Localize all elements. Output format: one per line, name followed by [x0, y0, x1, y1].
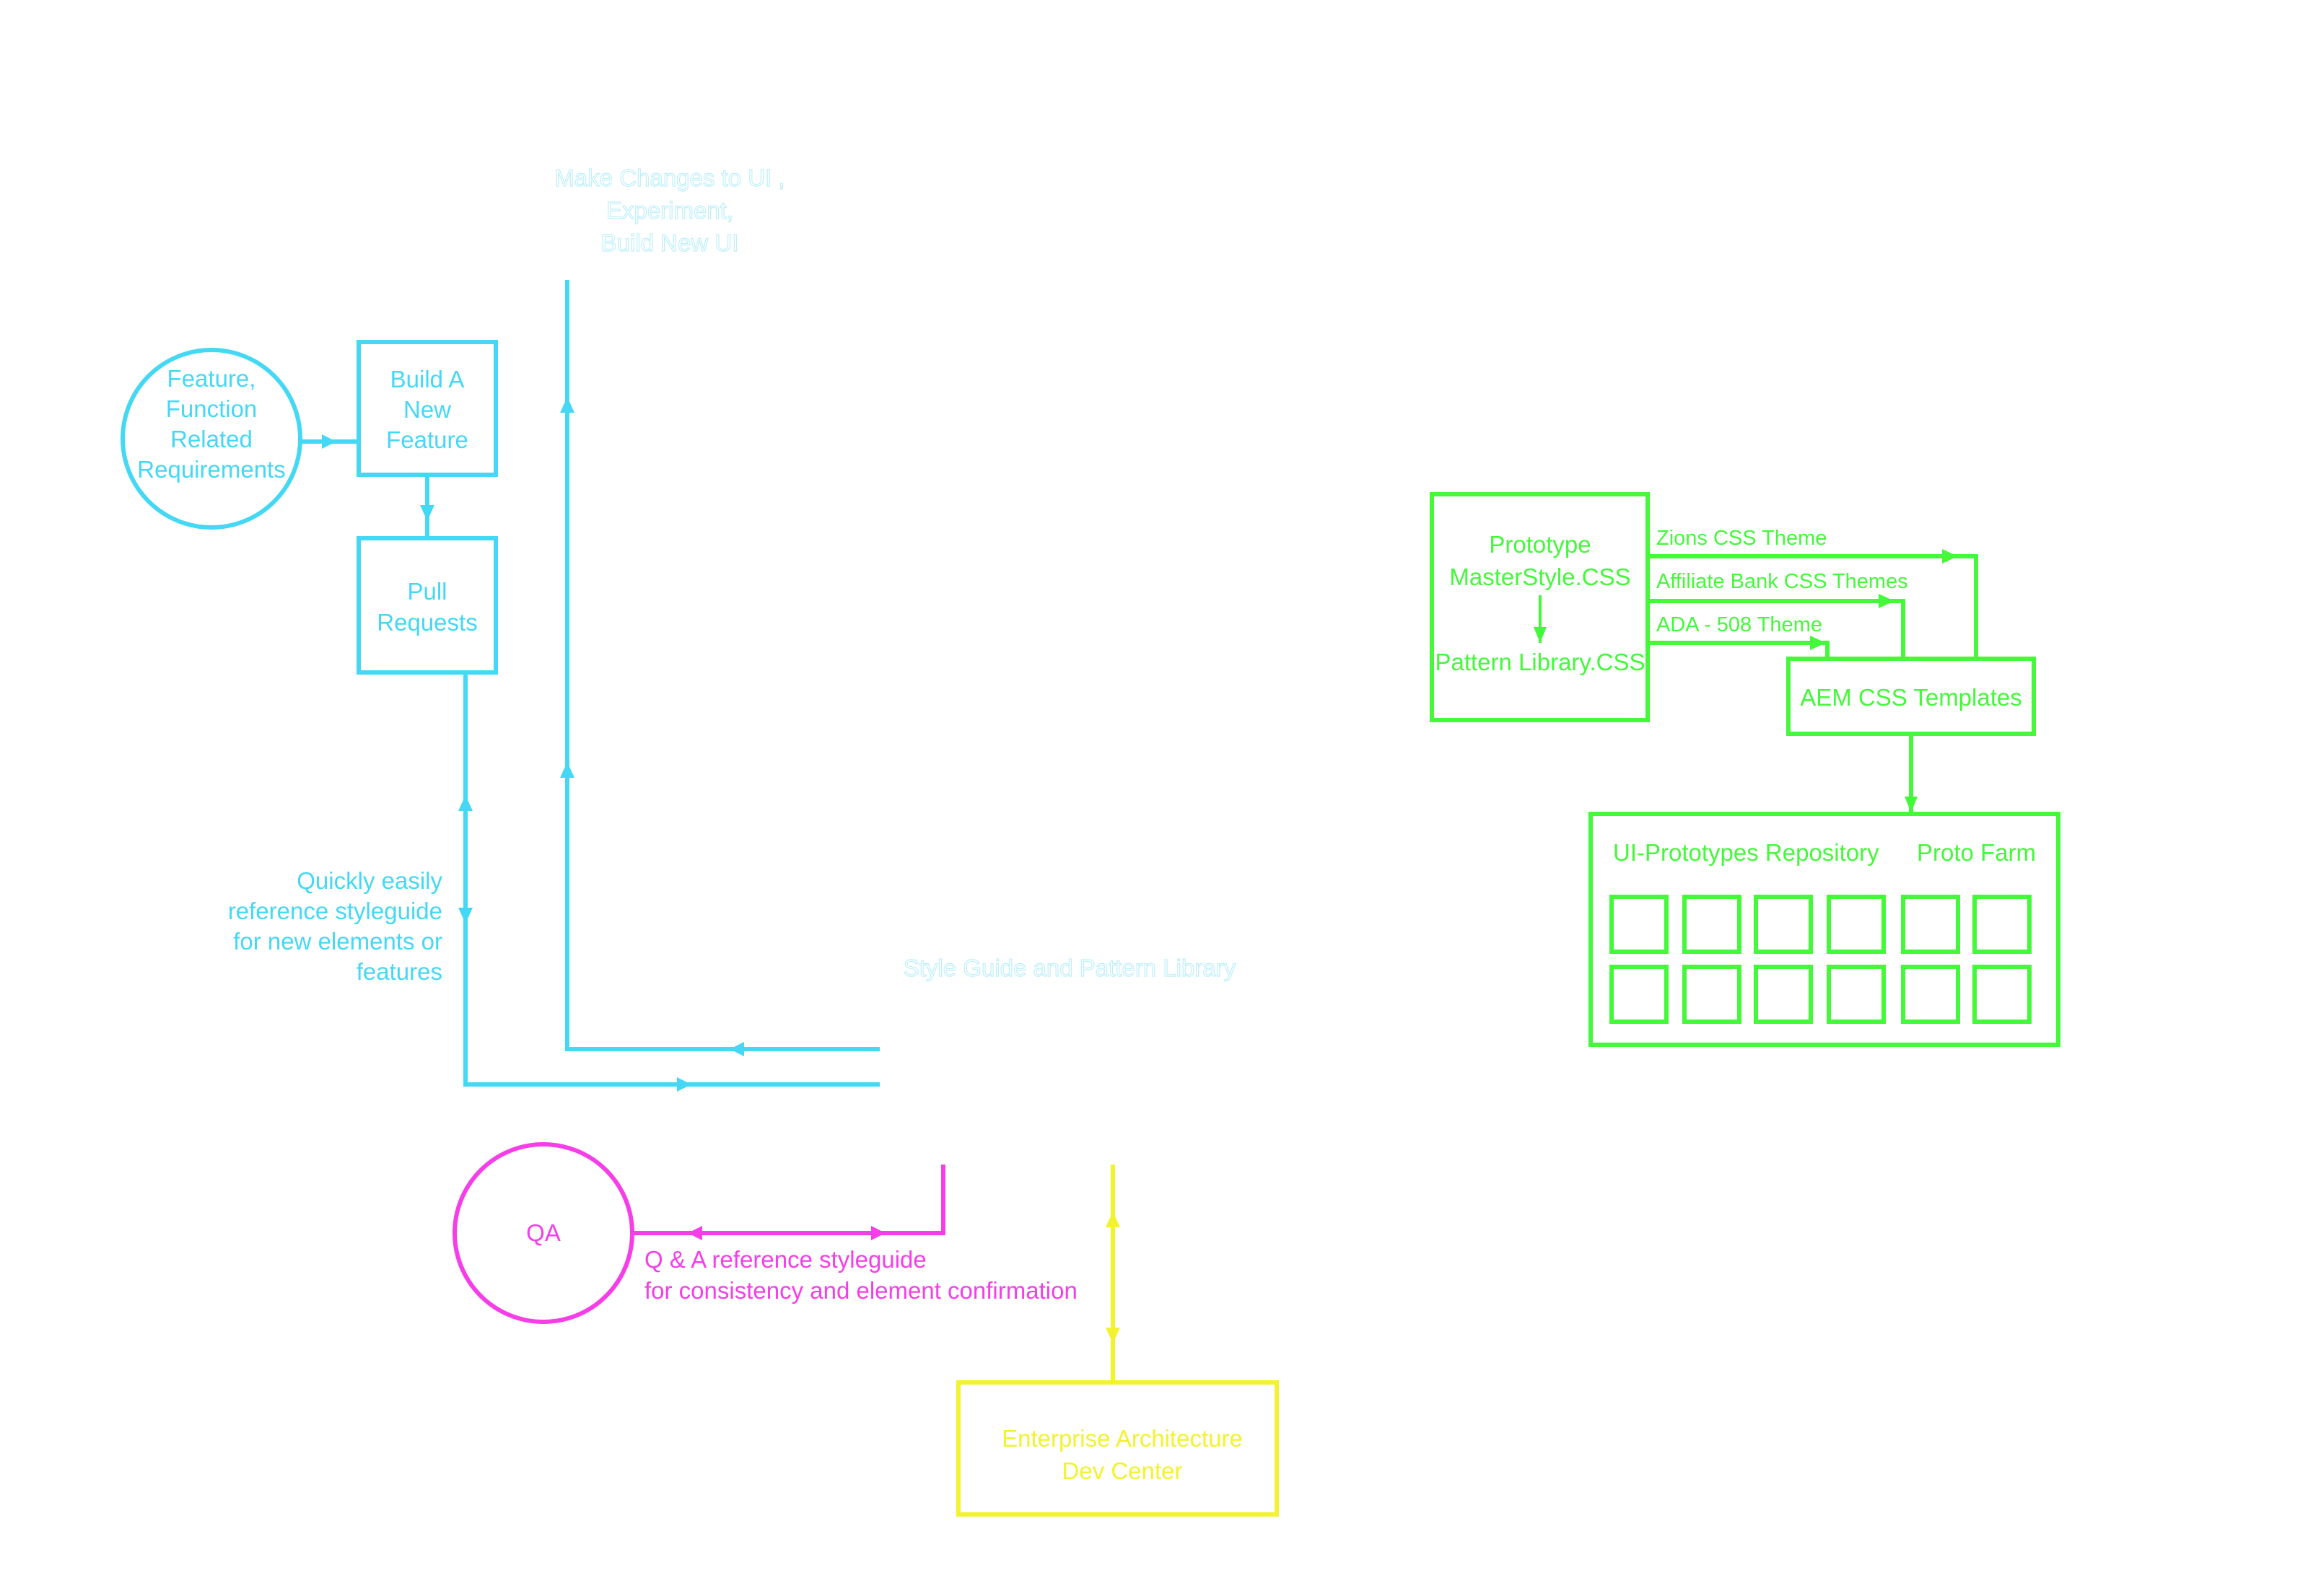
repository-node: UI-Prototypes Repository Proto Farm: [1588, 812, 2060, 1047]
reference-note-line: reference styleguide: [228, 898, 442, 924]
requirements-label: Related: [170, 426, 253, 452]
aem-to-repo-arrow: [1905, 734, 1918, 814]
make-changes-line: Build New UI: [601, 229, 739, 256]
prototype-slot: [1972, 965, 2032, 1024]
prototype-slot: [1972, 895, 2032, 954]
pull-requests-label: Requests: [377, 609, 477, 636]
enterprise-node: Enterprise Architecture Dev Center: [956, 1380, 1279, 1517]
arrow-up-icon: [1106, 1211, 1120, 1227]
pull-requests-label: Pull: [407, 578, 447, 605]
arrow-left-icon: [688, 1226, 702, 1240]
arrow-up-icon: [560, 397, 574, 413]
arrow-left-icon: [730, 1042, 744, 1056]
reference-note-line: Quickly easily: [297, 867, 442, 894]
qa-connector: [632, 1165, 945, 1240]
pattern-library-label: Pattern Library.CSS: [1435, 649, 1645, 675]
qa-note: Q & A reference styleguide: [644, 1246, 927, 1273]
build-to-pull-arrow: [420, 475, 434, 538]
masterstyle-label: MasterStyle.CSS: [1449, 564, 1630, 590]
prototype-slot: [1827, 965, 1886, 1024]
requirements-node: Feature, Function Related Requirements: [121, 348, 302, 530]
aem-label: AEM CSS Templates: [1800, 684, 2022, 711]
arrow-right-icon: [1879, 594, 1894, 608]
arrow-down-icon: [458, 908, 473, 924]
arrow-right-icon: [1810, 636, 1826, 650]
theme-label: ADA - 508 Theme: [1656, 613, 1822, 636]
theme-connectors: Zions CSS Theme Affiliate Bank CSS Theme…: [1648, 527, 1978, 659]
style-guide-label: Style Guide and Pattern Library: [904, 955, 1236, 981]
prototype-slot: [1609, 965, 1669, 1024]
arrow-up-icon: [458, 795, 473, 811]
prototype-slot: [1609, 895, 1669, 954]
arrow-down-icon: [1534, 627, 1547, 643]
arrow-down-icon: [1106, 1328, 1120, 1343]
reference-note-line: for new elements or: [233, 928, 442, 955]
make-changes-line: Make Changes to UI ,: [554, 165, 784, 191]
arrow-right-icon: [871, 1226, 886, 1240]
theme-label: Affiliate Bank CSS Themes: [1656, 570, 1908, 593]
make-changes-label: Make Changes to UI , Experiment, Build N…: [554, 164, 785, 256]
repository-label: UI-Prototypes Repository: [1613, 839, 1879, 866]
build-feature-node: Build A New Feature: [357, 340, 498, 477]
arrow-right-icon: [1942, 549, 1958, 564]
aem-node: AEM CSS Templates: [1786, 657, 2036, 736]
req-to-build-arrow: [300, 434, 359, 449]
requirements-label: Requirements: [137, 456, 285, 483]
build-feature-label: New: [403, 396, 451, 423]
qa-node: QA: [453, 1142, 634, 1324]
qa-label: QA: [526, 1219, 561, 1246]
requirements-label: Function: [166, 395, 258, 422]
pull-requests-node: Pull Requests: [357, 536, 498, 675]
build-feature-label: Feature: [386, 426, 468, 453]
prototype-slot: [1754, 965, 1813, 1024]
prototype-slot: [1682, 965, 1741, 1024]
proto-farm-label: Proto Farm: [1917, 839, 2036, 866]
prototype-label: Prototype: [1489, 531, 1591, 558]
pull-to-styleguide-connector: [458, 672, 880, 1092]
build-feature-label: Build A: [390, 366, 465, 393]
arrow-right-icon: [677, 1077, 691, 1092]
prototype-node: Prototype MasterStyle.CSS Pattern Librar…: [1430, 492, 1650, 722]
reference-note-line: features: [357, 958, 442, 985]
enterprise-label: Dev Center: [1062, 1457, 1183, 1484]
prototype-slot: [1901, 895, 1960, 954]
requirements-label: Feature,: [167, 365, 256, 392]
prototype-slot: [1754, 895, 1813, 954]
enterprise-label: Enterprise Architecture: [1002, 1425, 1243, 1452]
theme-label: Zions CSS Theme: [1656, 527, 1827, 550]
styleguide-to-changes-connector: [560, 280, 880, 1056]
prototype-slot: [1901, 965, 1960, 1024]
prototype-slot: [1682, 895, 1741, 954]
qa-note: for consistency and element confirmation: [644, 1277, 1078, 1304]
reference-note: Quickly easily reference styleguide for …: [228, 867, 443, 985]
proto-farm-grid: [1609, 895, 2032, 1024]
arrow-up-icon: [560, 762, 574, 778]
enterprise-connector: [1106, 1165, 1120, 1382]
prototype-slot: [1827, 895, 1886, 954]
make-changes-line: Experiment,: [606, 197, 733, 224]
